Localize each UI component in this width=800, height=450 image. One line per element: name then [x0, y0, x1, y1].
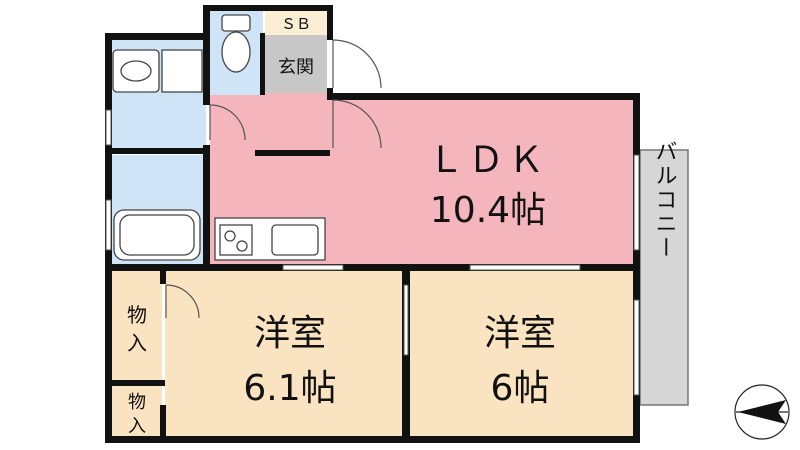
- sink-icon: [112, 49, 203, 93]
- balcony-name: バルコニー: [652, 140, 677, 260]
- bathtub-icon: [113, 209, 201, 261]
- compass-north-arrow-icon: [734, 384, 790, 440]
- stove-icon: [219, 224, 253, 256]
- shoe-box-area: [265, 10, 327, 35]
- ldk-size: 10.4帖: [430, 190, 546, 231]
- western-room-right-area: [410, 270, 635, 438]
- western-room-left-area: [165, 270, 405, 438]
- shoe-box-name: ＳＢ: [281, 15, 311, 33]
- closet-1-area: [110, 270, 162, 380]
- closet-2-line2: 入: [128, 416, 146, 437]
- entrance-name: 玄関: [278, 57, 314, 78]
- ldk-name: ＬＤＫ: [428, 140, 548, 181]
- western-room-right-name: 洋室: [484, 313, 556, 354]
- western-room-left-name: 洋室: [254, 313, 326, 354]
- closet-2-line1: 物: [128, 392, 146, 413]
- closet-1-line2: 入: [127, 331, 147, 355]
- western-room-right-size: 6帖: [491, 368, 550, 409]
- entrance-area: [265, 35, 327, 93]
- western-room-left-size: 6.1帖: [243, 368, 336, 409]
- openings: [105, 109, 640, 396]
- toilet-icon: [221, 14, 251, 73]
- closet-1-line1: 物: [127, 303, 147, 327]
- closet-2-area: [110, 385, 162, 438]
- door-swing-icon: [165, 39, 382, 319]
- kitchen-counter: [214, 217, 326, 261]
